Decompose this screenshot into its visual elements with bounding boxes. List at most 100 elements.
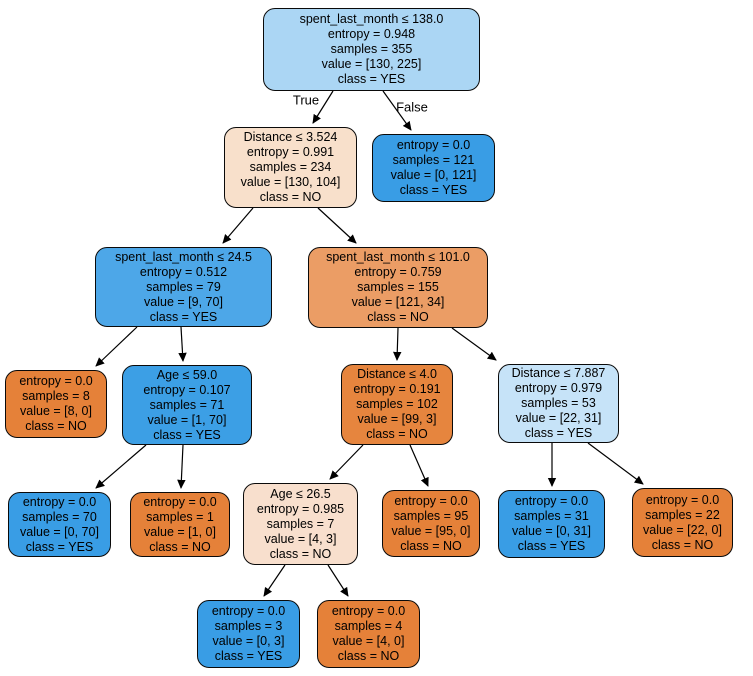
node-distance-40-line-2: samples = 102 (356, 397, 438, 411)
node-leaf-0-121-line-2: value = [0, 121] (390, 168, 477, 182)
node-age-265-line-3: value = [4, 3] (264, 531, 337, 546)
node-leaf-95-0-line-3: class = NO (400, 538, 462, 553)
node-leaf-4-0-line-2: value = [4, 0] (332, 634, 405, 648)
node-root-line-4: class = YES (337, 72, 406, 86)
node-leaf-95-0-line-2: value = [95, 0] (391, 523, 471, 538)
node-distance-40-line-3: value = [99, 3] (357, 412, 437, 426)
tree-edge-age-590-to-leaf-1-0 (177, 444, 186, 489)
node-spent-1010-line-4: class = NO (367, 310, 429, 324)
node-age-265-line-0: Age ≤ 26.5 (270, 486, 331, 501)
node-age-265-line-4: class = NO (269, 546, 332, 561)
node-leaf-0-3-line-3: class = YES (214, 649, 283, 663)
node-leaf-22-0-line-1: samples = 22 (645, 507, 720, 522)
node-leaf-1-0-line-0: entropy = 0.0 (143, 494, 217, 509)
tree-edge-distance-7887-to-leaf-22-0 (587, 442, 644, 485)
node-distance-3524-line-0: Distance ≤ 3.524 (243, 130, 338, 144)
node-leaf-95-0-line-0: entropy = 0.0 (394, 493, 468, 508)
node-age-590-line-0: Age ≤ 59.0 (156, 367, 218, 382)
node-leaf-95-0-line-1: samples = 95 (393, 508, 469, 523)
node-leaf-0-70-line-1: samples = 70 (22, 509, 97, 524)
node-leaf-1-0-line-1: samples = 1 (146, 509, 214, 524)
node-leaf-4-0-line-3: class = NO (337, 649, 400, 663)
node-leaf-0-121-line-0: entropy = 0.0 (396, 138, 471, 152)
node-spent-245-line-1: entropy = 0.512 (139, 264, 228, 279)
tree-edge-age-265-to-leaf-0-3 (263, 564, 286, 597)
tree-edge-distance-40-to-leaf-95-0 (409, 444, 429, 487)
node-distance-7887-line-0: Distance ≤ 7.887 (511, 366, 606, 380)
node-distance-3524-line-2: samples = 234 (249, 160, 332, 174)
node-leaf-4-0-line-0: entropy = 0.0 (331, 604, 406, 618)
node-root-line-0: spent_last_month ≤ 138.0 (299, 12, 444, 26)
node-spent-245-line-4: class = YES (149, 309, 218, 324)
node-leaf-0-121-line-3: class = YES (399, 183, 468, 197)
node-spent-245-line-3: value = [9, 70] (144, 294, 223, 309)
node-root-line-3: value = [130, 225] (321, 57, 422, 71)
tree-edge-age-265-to-leaf-4-0 (327, 564, 349, 597)
node-distance-40-line-0: Distance ≤ 4.0 (357, 367, 437, 381)
node-distance-7887-line-2: samples = 53 (521, 396, 596, 410)
tree-edge-distance-3524-to-spent-245 (222, 207, 254, 244)
tree-edge-spent-245-to-age-590 (178, 326, 187, 362)
node-distance-40-line-4: class = NO (366, 427, 428, 441)
tree-edge-root-to-distance-3524 (312, 90, 334, 124)
node-leaf-0-31-line-2: value = [0, 31] (512, 524, 591, 538)
node-leaf-0-31-line-3: class = YES (517, 539, 586, 553)
node-age-590-line-2: samples = 71 (149, 397, 225, 412)
tree-edge-age-590-to-leaf-0-70 (95, 444, 147, 489)
node-leaf-22-0-line-2: value = [22, 0] (643, 522, 722, 537)
node-distance-3524-line-1: entropy = 0.991 (246, 145, 335, 159)
node-leaf-8-0-line-2: value = [8, 0] (20, 404, 92, 418)
node-distance-40-line-1: entropy = 0.191 (353, 382, 441, 396)
node-spent-1010-line-1: entropy = 0.759 (354, 265, 442, 279)
node-leaf-22-0-line-3: class = NO (651, 537, 714, 552)
node-spent-1010-line-2: samples = 155 (357, 280, 439, 294)
tree-edge-spent-1010-to-distance-7887 (451, 327, 497, 361)
node-leaf-0-3-line-0: entropy = 0.0 (211, 604, 286, 618)
tree-edge-root-to-leaf-0-121 (382, 90, 412, 131)
node-spent-1010-line-3: value = [121, 34] (351, 295, 445, 309)
node-distance-3524-line-3: value = [130, 104] (240, 175, 341, 189)
node-leaf-0-31-line-1: samples = 31 (514, 509, 589, 523)
node-leaf-0-70-line-3: class = YES (25, 539, 94, 554)
node-age-590-line-3: value = [1, 70] (147, 412, 227, 427)
node-distance-7887-line-3: value = [22, 31] (515, 411, 602, 425)
tree-edge-distance-40-to-age-265 (329, 444, 364, 480)
node-root-line-2: samples = 355 (330, 42, 413, 56)
tree-edge-spent-245-to-leaf-8-0 (95, 326, 138, 367)
tree-edge-distance-3524-to-spent-1010 (317, 207, 357, 244)
node-leaf-4-0-line-1: samples = 4 (334, 619, 403, 633)
node-age-590-line-4: class = YES (153, 427, 221, 442)
node-leaf-0-31-line-0: entropy = 0.0 (514, 494, 589, 508)
node-root-line-1: entropy = 0.948 (327, 27, 416, 41)
node-leaf-0-70-line-0: entropy = 0.0 (22, 494, 97, 509)
node-leaf-0-3-line-2: value = [0, 3] (212, 634, 285, 648)
node-leaf-1-0-line-2: value = [1, 0] (144, 524, 216, 539)
node-leaf-0-121-line-1: samples = 121 (392, 153, 475, 167)
node-leaf-0-70-line-2: value = [0, 70] (20, 524, 99, 539)
tree-edge-spent-1010-to-distance-40 (393, 327, 402, 361)
node-spent-1010-line-0: spent_last_month ≤ 101.0 (326, 250, 470, 264)
node-age-265-line-1: entropy = 0.985 (256, 501, 345, 516)
edge-label-false: False (396, 99, 428, 115)
node-spent-245-line-0: spent_last_month ≤ 24.5 (115, 249, 252, 264)
node-leaf-0-3-line-1: samples = 3 (214, 619, 283, 633)
